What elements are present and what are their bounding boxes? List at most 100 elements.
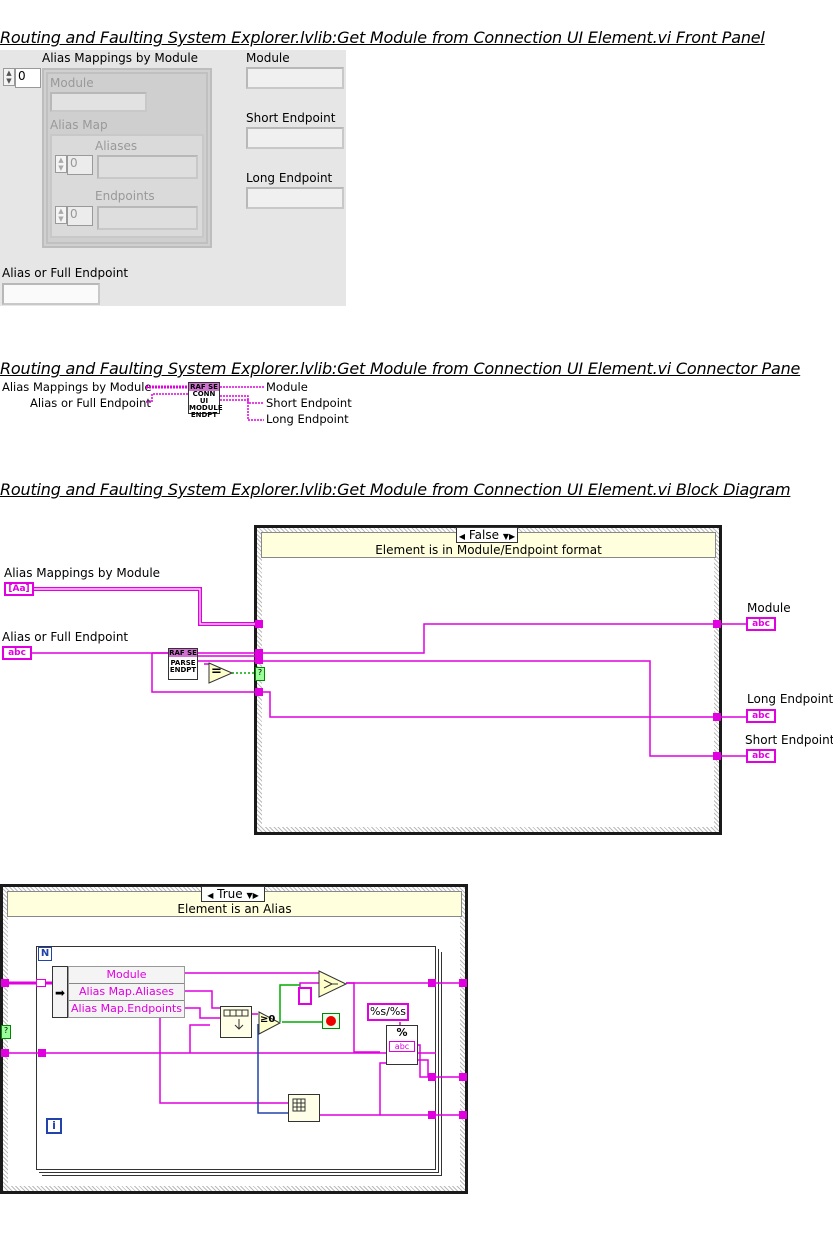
out-long-field[interactable] <box>246 187 344 209</box>
case-true-dropdown-icon[interactable]: ▼▶ <box>246 891 259 900</box>
cp-icon-header: RAF SE <box>189 383 219 391</box>
case-false-interior <box>262 533 714 827</box>
tunnel-in-alias-full <box>255 649 263 657</box>
loop-index-terminal[interactable]: i <box>46 1118 62 1134</box>
format-string-constant[interactable]: %s/%s <box>367 1003 409 1021</box>
empty-string-constant[interactable] <box>298 987 312 1005</box>
unbundle-row-endpoints[interactable]: Alias Map.Endpoints <box>70 1002 182 1015</box>
bd-module-terminal[interactable]: abc <box>746 617 776 631</box>
array-index-spinner[interactable]: ▲▼ <box>3 68 15 86</box>
tunnel-in-alias-full-2 <box>255 688 263 696</box>
ge-zero-symbol: ≥0 <box>260 1014 276 1025</box>
bd-long-label: Long Endpoint <box>747 692 833 706</box>
out-module-field[interactable] <box>246 67 344 89</box>
aliases-index-field[interactable]: 0 <box>67 155 93 175</box>
case-true-prev-icon[interactable]: ◀ <box>207 891 214 900</box>
format-body: abc <box>389 1041 415 1052</box>
cp-icon-line3: ENDPT <box>190 411 218 419</box>
loop-tunnel-out-1 <box>428 979 436 987</box>
unbundle-left-arrow: ➡ <box>52 966 68 1018</box>
endpoints-index-spinner[interactable]: ▲▼ <box>55 206 67 224</box>
bd-short-terminal[interactable]: abc <box>746 749 776 763</box>
array-index-field[interactable]: 0 <box>15 68 41 88</box>
bd-alias-mappings-terminal[interactable]: [Aa] <box>4 582 34 596</box>
equals-symbol: = <box>211 664 222 679</box>
bd-alias-full-terminal[interactable]: abc <box>2 646 32 660</box>
stop-terminal[interactable] <box>322 1013 340 1029</box>
case-true-selector[interactable]: ◀ True ▼▶ <box>201 886 265 902</box>
tunnel-in-alias-mappings <box>255 620 263 628</box>
aliases-label: Aliases <box>95 139 138 153</box>
case-false-prev-icon[interactable]: ◀ <box>458 532 466 541</box>
unbundle-by-name[interactable]: Module Alias Map.Aliases Alias Map.Endpo… <box>68 966 185 1018</box>
out-short-field[interactable] <box>246 127 344 149</box>
equals-node[interactable] <box>208 662 234 684</box>
cluster-module-label: Module <box>50 76 94 90</box>
out-long-label: Long Endpoint <box>246 171 333 185</box>
cp-out-short: Short Endpoint <box>266 396 352 410</box>
endpoints-index-field[interactable]: 0 <box>67 206 93 226</box>
endpoints-array-field[interactable] <box>97 206 198 230</box>
case-true-description: Element is an Alias <box>177 902 292 916</box>
format-into-string-node[interactable]: % abc <box>386 1025 418 1065</box>
endpoints-label: Endpoints <box>95 189 155 203</box>
ge-zero-node[interactable] <box>258 1011 282 1035</box>
index-array-node[interactable] <box>288 1094 320 1122</box>
true-selector-terminal[interactable]: ? <box>1 1025 11 1039</box>
cluster-module-field[interactable] <box>50 92 147 112</box>
loop-count-terminal[interactable]: N <box>38 947 52 961</box>
loop-tunnel-out-3 <box>428 1111 436 1119</box>
true-tunnel-out-module <box>459 979 467 987</box>
bd-alias-mappings-label: Alias Mappings by Module <box>4 566 161 580</box>
cp-in-alias-mappings: Alias Mappings by Module <box>2 380 152 394</box>
aliases-index-spinner[interactable]: ▲▼ <box>55 155 67 173</box>
bd-wires-false <box>30 587 746 757</box>
loop-index-label: i <box>52 1119 56 1132</box>
select-node[interactable] <box>318 970 348 998</box>
tunnel-out-module <box>713 620 721 628</box>
bd-wires-true <box>6 972 462 1116</box>
true-tunnel-in-array <box>1 979 9 987</box>
out-short-label: Short Endpoint <box>246 111 336 125</box>
alias-full-field[interactable] <box>2 283 100 305</box>
unbundle-row-aliases[interactable]: Alias Map.Aliases <box>69 984 184 1001</box>
case-false-selector-value: False <box>468 528 499 542</box>
bd-module-label: Module <box>747 601 791 615</box>
tunnel-out-short <box>713 752 721 760</box>
block-diagram-title: Routing and Faulting System Explorer.lvl… <box>0 480 791 499</box>
cp-icon-line2: MODULE <box>189 404 223 412</box>
parse-endpoint-subvi[interactable]: RAF SE PARSE ENDPT <box>168 648 198 680</box>
parse-subvi-line1: PARSE <box>170 659 196 667</box>
search-array-node[interactable] <box>220 1006 252 1038</box>
aliases-array-field[interactable] <box>97 155 198 179</box>
case-selector-terminal[interactable]: ? <box>255 667 265 681</box>
bd-alias-full-label: Alias or Full Endpoint <box>2 630 129 644</box>
alias-full-label: Alias or Full Endpoint <box>2 266 129 280</box>
bd-long-terminal[interactable]: abc <box>746 709 776 723</box>
true-tunnel-out-short <box>459 1111 467 1119</box>
case-false-description: Element is in Module/Endpoint format <box>375 543 602 557</box>
connector-pane-title: Routing and Faulting System Explorer.lvl… <box>0 359 801 378</box>
tunnel-in-parse-1 <box>255 656 263 664</box>
case-true-selector-value: True <box>217 887 243 901</box>
array-label: Alias Mappings by Module <box>42 51 199 65</box>
search-array-icon <box>223 1009 249 1030</box>
loop-tunnel-out-2 <box>428 1073 436 1081</box>
case-false-dropdown-icon[interactable]: ▼▶ <box>502 532 516 541</box>
case-structure-false <box>254 525 722 835</box>
alias-map-label: Alias Map <box>50 118 108 132</box>
cp-out-long: Long Endpoint <box>266 412 349 426</box>
loop-autoindex-in <box>36 979 46 987</box>
parse-subvi-line2: ENDPT <box>169 666 197 674</box>
loop-tunnel-in-alias <box>38 1049 46 1057</box>
front-panel: Alias Mappings by Module ▲▼ 0 Module Ali… <box>0 50 346 306</box>
out-module-label: Module <box>246 51 290 65</box>
stop-icon <box>326 1016 336 1026</box>
cp-in-alias-full: Alias or Full Endpoint <box>30 396 151 410</box>
tunnel-out-long <box>713 713 721 721</box>
format-icon: % <box>396 1026 408 1039</box>
case-false-selector[interactable]: ◀ False ▼▶ <box>456 527 518 543</box>
unbundle-row-module[interactable]: Module <box>69 967 184 984</box>
cp-icon-line1: CONN UI <box>192 390 216 405</box>
bd-short-label: Short Endpoint <box>745 733 833 747</box>
